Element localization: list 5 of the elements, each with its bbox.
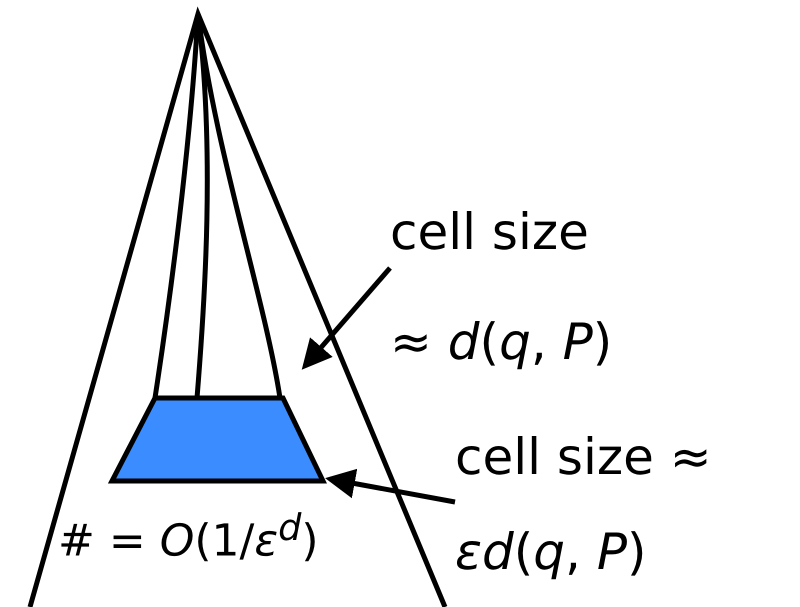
count-formula: # = O(1/ε$^{d}$) [58,506,319,567]
leader-arrow [302,266,392,370]
annotation-text: cell size ≈ εd(q, P) [455,410,755,600]
annotation-text: cell size ≈ d(q, P) [390,177,640,397]
leader-arrow [325,468,456,504]
